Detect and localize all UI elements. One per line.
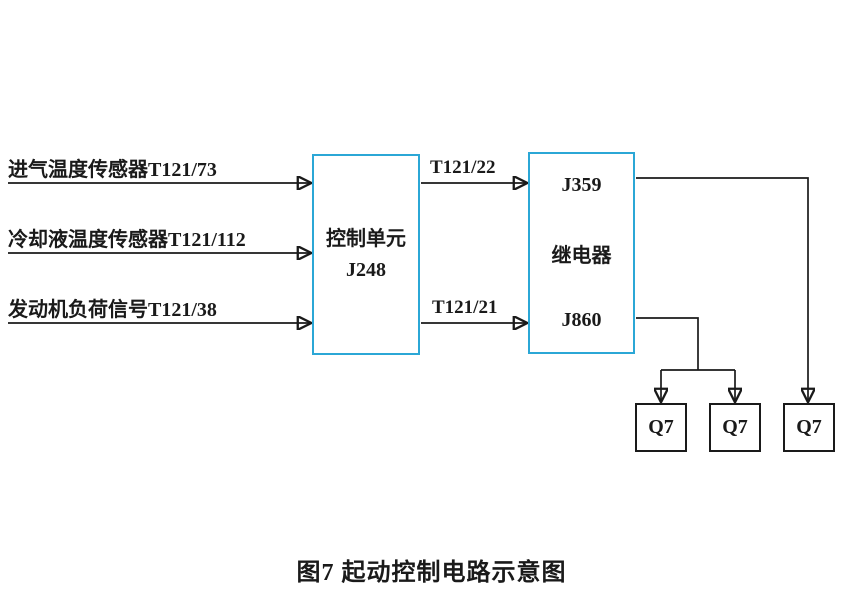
input-label-coolant-temp-sensor: 冷却液温度传感器T121/112	[8, 229, 246, 251]
load-box-q7-1: Q7	[635, 403, 687, 452]
control-unit-code: J248	[346, 258, 386, 281]
relay-code-bottom: J860	[561, 309, 602, 331]
wire-label-t121-22: T121/22	[430, 157, 496, 178]
input-label-engine-load-signal: 发动机负荷信号T121/38	[8, 299, 217, 321]
load-box-q7-3: Q7	[783, 403, 835, 452]
relay-name: 继电器	[551, 244, 612, 267]
load-box-q7-2: Q7	[709, 403, 761, 452]
load-label: Q7	[648, 416, 674, 438]
control-unit-name: 控制单元	[326, 227, 406, 250]
input-label-intake-temp-sensor: 进气温度传感器T121/73	[8, 159, 217, 181]
load-label: Q7	[796, 416, 822, 438]
figure-caption: 图7 起动控制电路示意图	[296, 560, 567, 586]
wire-relay-bottom-output	[636, 317, 699, 370]
relay-box: J359 继电器 J860	[528, 152, 635, 354]
load-label: Q7	[722, 416, 748, 438]
control-unit-box: 控制单元 J248	[312, 154, 420, 355]
wire-label-t121-21: T121/21	[432, 297, 498, 318]
wire-relay-top-output	[636, 177, 808, 401]
relay-code-top: J359	[561, 174, 602, 196]
